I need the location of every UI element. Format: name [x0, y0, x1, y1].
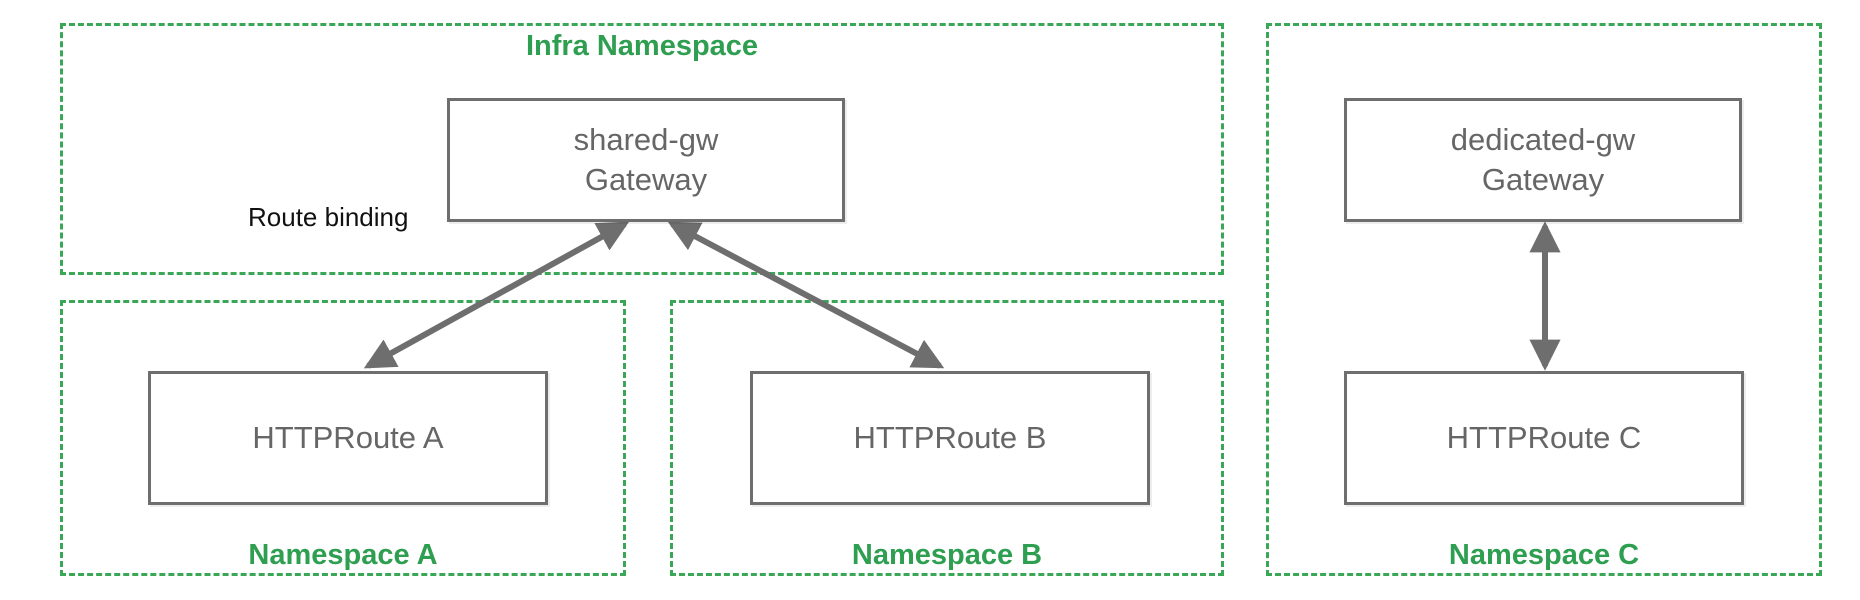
resource-box-route-b[interactable]: HTTPRoute B — [750, 371, 1150, 505]
namespace-label-infra: Infra Namespace — [525, 30, 759, 62]
namespace-label-b: Namespace B — [851, 539, 1043, 571]
edge-label-route-binding: Route binding — [248, 202, 409, 232]
resource-box-route-c[interactable]: HTTPRoute C — [1344, 371, 1744, 505]
resource-label-shared-gw: shared-gw Gateway — [573, 122, 719, 197]
resource-label-route-c: HTTPRoute C — [1446, 420, 1642, 456]
resource-box-dedicated-gw[interactable]: dedicated-gw Gateway — [1344, 98, 1742, 222]
resource-label-route-a: HTTPRoute A — [252, 420, 444, 456]
namespace-label-a: Namespace A — [248, 539, 438, 571]
namespace-label-c: Namespace C — [1448, 539, 1640, 571]
resource-box-shared-gw[interactable]: shared-gw Gateway — [447, 98, 845, 222]
resource-box-route-a[interactable]: HTTPRoute A — [148, 371, 548, 505]
resource-label-route-b: HTTPRoute B — [853, 420, 1047, 456]
resource-label-dedicated-gw: dedicated-gw Gateway — [1450, 122, 1636, 197]
namespace-box-b — [670, 300, 1224, 576]
namespace-box-c — [1266, 23, 1822, 576]
namespace-box-a — [60, 300, 626, 576]
namespace-box-infra — [60, 23, 1224, 275]
